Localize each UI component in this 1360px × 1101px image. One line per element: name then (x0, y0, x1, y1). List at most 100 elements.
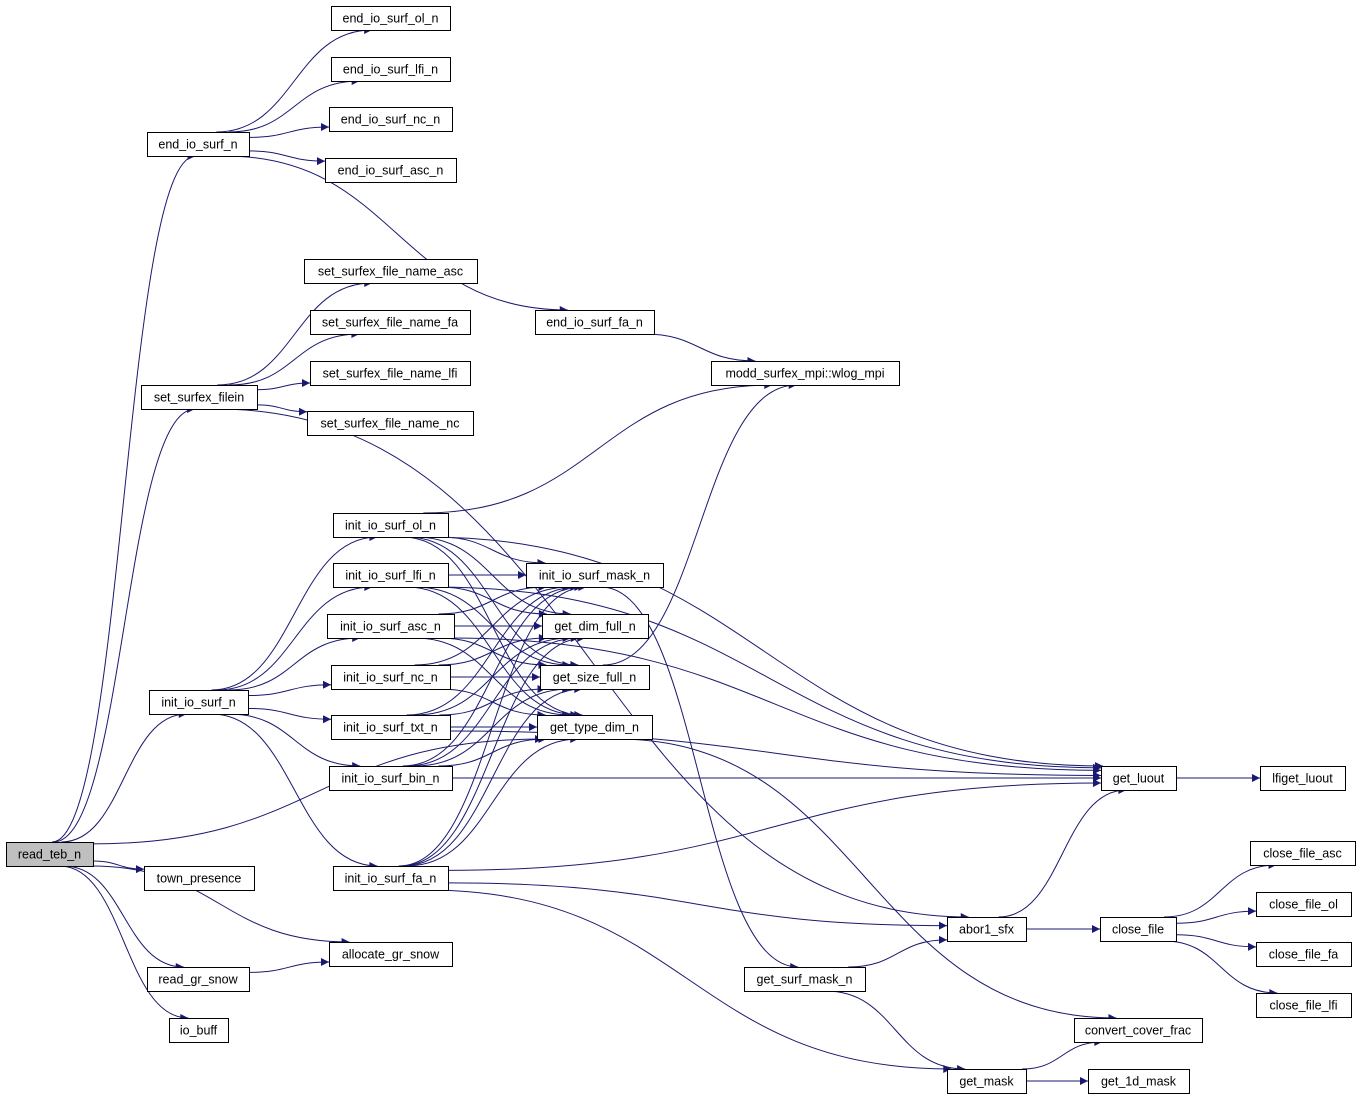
node-end-io-surf-nc-n[interactable]: end_io_surf_nc_n (329, 107, 453, 132)
node-close-file-ol[interactable]: close_file_ol (1256, 892, 1352, 917)
node-get-dim-full-n[interactable]: get_dim_full_n (542, 614, 649, 639)
node-box (1100, 917, 1177, 942)
node-box (331, 715, 451, 740)
node-get-mask[interactable]: get_mask (947, 1069, 1027, 1094)
node-abor1-sfx[interactable]: abor1_sfx (947, 917, 1027, 942)
node-close-file-fa[interactable]: close_file_fa (1256, 942, 1352, 967)
node-label: town_presence (157, 872, 242, 886)
edge-set-surfex-filein-to-set-surfex-file-name-asc (217, 279, 373, 386)
edge-read-teb-n-to-town-presence (92, 860, 145, 874)
node-box (310, 361, 471, 386)
node-end-io-surf-asc-n[interactable]: end_io_surf_asc_n (325, 158, 457, 183)
edge-init-io-surf-n-to-init-io-surf-nc-n (247, 680, 332, 697)
node-label: get_luout (1113, 772, 1165, 786)
node-read-gr-snow[interactable]: read_gr_snow (147, 967, 250, 992)
node-label: init_io_surf_fa_n (345, 872, 437, 886)
node-box (1101, 766, 1177, 791)
node-init-io-surf-nc-n[interactable]: init_io_surf_nc_n (331, 665, 451, 690)
node-init-io-surf-ol-n[interactable]: init_io_surf_ol_n (333, 513, 449, 538)
node-set-surfex-file-name-nc[interactable]: set_surfex_file_name_nc (307, 411, 474, 436)
edge-end-io-surf-n-to-end-io-surf-fa-n (224, 155, 568, 314)
node-label: close_file (1112, 923, 1164, 937)
node-label: set_surfex_file_name_fa (322, 316, 458, 330)
node-init-io-surf-mask-n[interactable]: init_io_surf_mask_n (526, 563, 664, 588)
node-box (526, 563, 664, 588)
edge-end-io-surf-n-to-end-io-surf-lfi-n (228, 77, 360, 133)
node-box (144, 866, 255, 891)
node-end-io-surf-ol-n[interactable]: end_io_surf_ol_n (331, 6, 451, 31)
node-init-io-surf-fa-n[interactable]: init_io_surf_fa_n (333, 866, 449, 891)
node-close-file-lfi[interactable]: close_file_lfi (1256, 993, 1352, 1018)
node-box (1088, 1069, 1190, 1094)
node-io-buff[interactable]: io_buff (169, 1018, 229, 1043)
node-init-io-surf-txt-n[interactable]: init_io_surf_txt_n (331, 715, 451, 740)
edge-get-surf-mask-n-to-abor1-sfx (848, 935, 948, 968)
node-get-size-full-n[interactable]: get_size_full_n (540, 665, 650, 690)
edge-get-mask-to-convert-cover-frac (1022, 1038, 1103, 1070)
node-allocate-gr-snow[interactable]: allocate_gr_snow (329, 942, 453, 967)
edge-get-surf-mask-n-to-get-mask (825, 990, 966, 1073)
edge-read-teb-n-to-io-buff (59, 865, 189, 1022)
node-end-io-surf-n[interactable]: end_io_surf_n (147, 132, 250, 157)
node-box (6, 842, 94, 867)
node-get-type-dim-n[interactable]: get_type_dim_n (537, 715, 653, 740)
node-end-io-surf-fa-n[interactable]: end_io_surf_fa_n (535, 310, 655, 335)
node-get-1d-mask[interactable]: get_1d_mask (1088, 1069, 1190, 1094)
node-label: end_io_surf_lfi_n (343, 63, 438, 77)
edge-end-io-surf-fa-n-to-modd-surfex-mpi-wlog-mpi (644, 333, 756, 365)
nodes-layer: read_teb_n end_io_surf_n end_io_surf_ol_ne… (6, 6, 1356, 1094)
node-set-surfex-file-name-fa[interactable]: set_surfex_file_name_fa (310, 310, 471, 335)
edge-init-io-surf-fa-n-to-get-dim-full-n (400, 634, 586, 867)
node-get-luout[interactable]: get_luout (1101, 766, 1177, 791)
node-label: end_io_surf_asc_n (338, 164, 444, 178)
edge-close-file-to-close-file-ol (1175, 907, 1257, 924)
node-init-io-surf-bin-n[interactable]: init_io_surf_bin_n (329, 766, 453, 791)
node-init-io-surf-n[interactable]: init_io_surf_n (149, 690, 249, 715)
node-get-surf-mask-n[interactable]: get_surf_mask_n (744, 967, 866, 992)
edge-init-io-surf-txt-n-to-init-io-surf-mask-n (406, 583, 579, 716)
node-set-surfex-filein[interactable]: set_surfex_filein (141, 385, 258, 410)
edge-init-io-surf-fa-n-to-get-luout (447, 779, 1102, 871)
node-label: get_mask (959, 1075, 1014, 1089)
node-modd-surfex-mpi-wlog-mpi[interactable]: modd_surfex_mpi::wlog_mpi (711, 361, 900, 386)
node-box (537, 715, 653, 740)
edge-read-teb-n-to-allocate-gr-snow (90, 865, 350, 946)
node-box (1256, 942, 1352, 967)
node-convert-cover-frac[interactable]: convert_cover_frac (1074, 1018, 1203, 1043)
edge-read-teb-n-to-read-gr-snow (63, 865, 184, 971)
node-label: get_1d_mask (1101, 1075, 1177, 1089)
edge-get-type-dim-n-to-convert-cover-frac (616, 738, 1117, 1022)
edge-init-io-surf-nc-n-to-init-io-surf-mask-n (414, 583, 571, 666)
node-end-io-surf-lfi-n[interactable]: end_io_surf_lfi_n (331, 57, 451, 82)
node-box (333, 513, 449, 538)
node-label: init_io_surf_bin_n (342, 772, 440, 786)
node-close-file-asc[interactable]: close_file_asc (1250, 841, 1356, 866)
node-box (331, 665, 451, 690)
node-box (310, 310, 471, 335)
node-label: end_io_surf_ol_n (343, 12, 439, 26)
edge-init-io-surf-n-to-init-io-surf-lfi-n (216, 583, 373, 691)
node-set-surfex-file-name-asc[interactable]: set_surfex_file_name_asc (304, 259, 478, 284)
node-label: get_size_full_n (553, 671, 636, 685)
node-box (149, 690, 249, 715)
node-town-presence[interactable]: town_presence (144, 866, 255, 891)
node-set-surfex-file-name-lfi[interactable]: set_surfex_file_name_lfi (310, 361, 471, 386)
node-box (147, 967, 250, 992)
node-box (329, 107, 453, 132)
edge-init-io-surf-ol-n-to-get-luout (425, 536, 1104, 770)
node-label: convert_cover_frac (1085, 1024, 1191, 1038)
node-init-io-surf-asc-n[interactable]: init_io_surf_asc_n (327, 614, 455, 639)
node-box (333, 866, 449, 891)
node-label: init_io_surf_nc_n (343, 671, 438, 685)
node-lfiget-luout[interactable]: lfiget_luout (1260, 766, 1346, 791)
node-read-teb-n[interactable]: read_teb_n (6, 842, 94, 867)
node-init-io-surf-lfi-n[interactable]: init_io_surf_lfi_n (333, 563, 449, 588)
node-close-file[interactable]: close_file (1100, 917, 1177, 942)
edge-init-io-surf-lfi-n-to-get-luout (434, 586, 1102, 772)
edge-init-io-surf-mask-n-to-get-surf-mask-n (600, 586, 799, 971)
node-box (331, 6, 451, 31)
edge-end-io-surf-n-to-end-io-surf-nc-n (248, 122, 330, 138)
node-label: close_file_asc (1263, 847, 1342, 861)
node-label: modd_surfex_mpi::wlog_mpi (725, 367, 884, 381)
